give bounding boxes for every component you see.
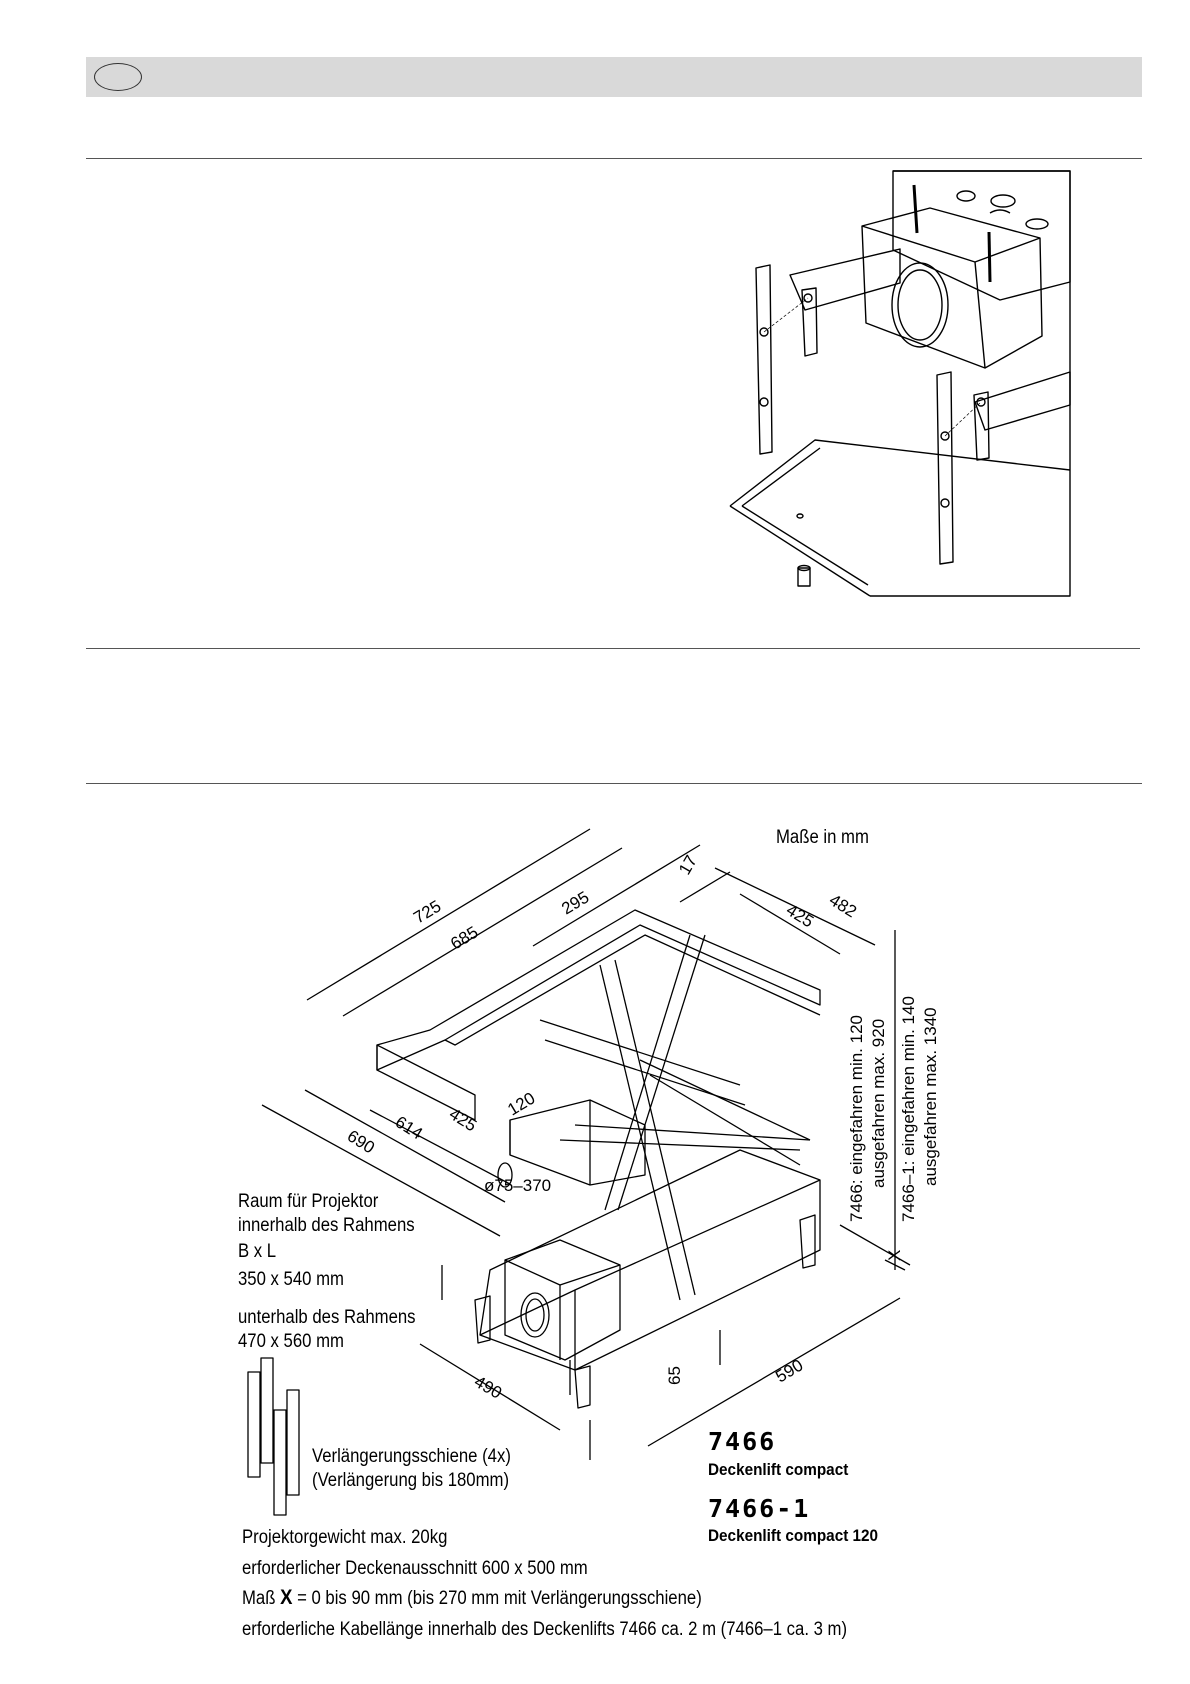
room-label-line4: 350 x 540 mm — [238, 1269, 344, 1290]
spec-ceiling-cutout: erforderlicher Deckenausschnitt 600 x 50… — [242, 1558, 588, 1579]
dimension-482: 482 — [826, 890, 860, 921]
section-divider — [86, 648, 1140, 649]
dimension-725: 725 — [410, 897, 444, 928]
mounting-illustration — [729, 170, 1071, 597]
section-divider — [86, 783, 1142, 784]
spec-projector-weight: Projektorgewicht max. 20kg — [242, 1527, 448, 1548]
spec-x-range: = 0 bis 90 mm (bis 270 mm mit Verlängeru… — [292, 1588, 702, 1609]
model-name-7466-1: Deckenlift compact 120 — [708, 1526, 879, 1545]
dimension-diameter: ø75–370 — [484, 1176, 551, 1195]
height-7466-retracted: 7466: eingefahren min. 120 — [847, 1015, 866, 1222]
header-bar — [86, 57, 1142, 97]
model-number-7466: 7466 — [708, 1427, 777, 1456]
x-marker-label: X — [885, 1250, 904, 1261]
model-name-7466: Deckenlift compact — [708, 1460, 849, 1479]
spec-cable-length: erforderliche Kabellänge innerhalb des D… — [242, 1619, 848, 1640]
below-frame-line2: 470 x 560 mm — [238, 1331, 344, 1352]
spec-x-symbol: X — [280, 1586, 293, 1609]
height-7466-extended: ausgefahren max. 920 — [869, 1019, 888, 1188]
dimension-614: 614 — [392, 1112, 426, 1143]
spec-dimension-x: Maß X = 0 bis 90 mm (bis 270 mm mit Verl… — [242, 1586, 702, 1610]
dimension-590: 590 — [772, 1356, 806, 1387]
height-7466-1-extended: ausgefahren max. 1340 — [921, 1007, 940, 1186]
dimension-17: 17 — [675, 852, 701, 878]
room-label-line2: innerhalb des Rahmens — [238, 1215, 415, 1236]
room-label-line1: Raum für Projektor — [238, 1191, 379, 1212]
below-frame-line1: unterhalb des Rahmens — [238, 1307, 416, 1328]
room-label-line3: B x L — [238, 1241, 277, 1262]
dimension-685: 685 — [447, 923, 481, 954]
dimension-425-top: 425 — [783, 900, 817, 931]
language-oval-icon — [94, 63, 142, 91]
extension-rail-line2: (Verlängerung bis 180mm) — [312, 1470, 510, 1491]
dimension-490: 490 — [471, 1372, 505, 1403]
dimension-65: 65 — [665, 1366, 684, 1385]
section-divider — [86, 158, 1142, 159]
units-label: Maße in mm — [776, 827, 869, 848]
spec-x-prefix: Maß — [242, 1588, 276, 1609]
height-7466-1-retracted: 7466–1: eingefahren min. 140 — [899, 996, 918, 1222]
model-number-7466-1: 7466-1 — [708, 1494, 811, 1523]
extension-rail-line1: Verlängerungsschiene (4x) — [312, 1446, 511, 1467]
